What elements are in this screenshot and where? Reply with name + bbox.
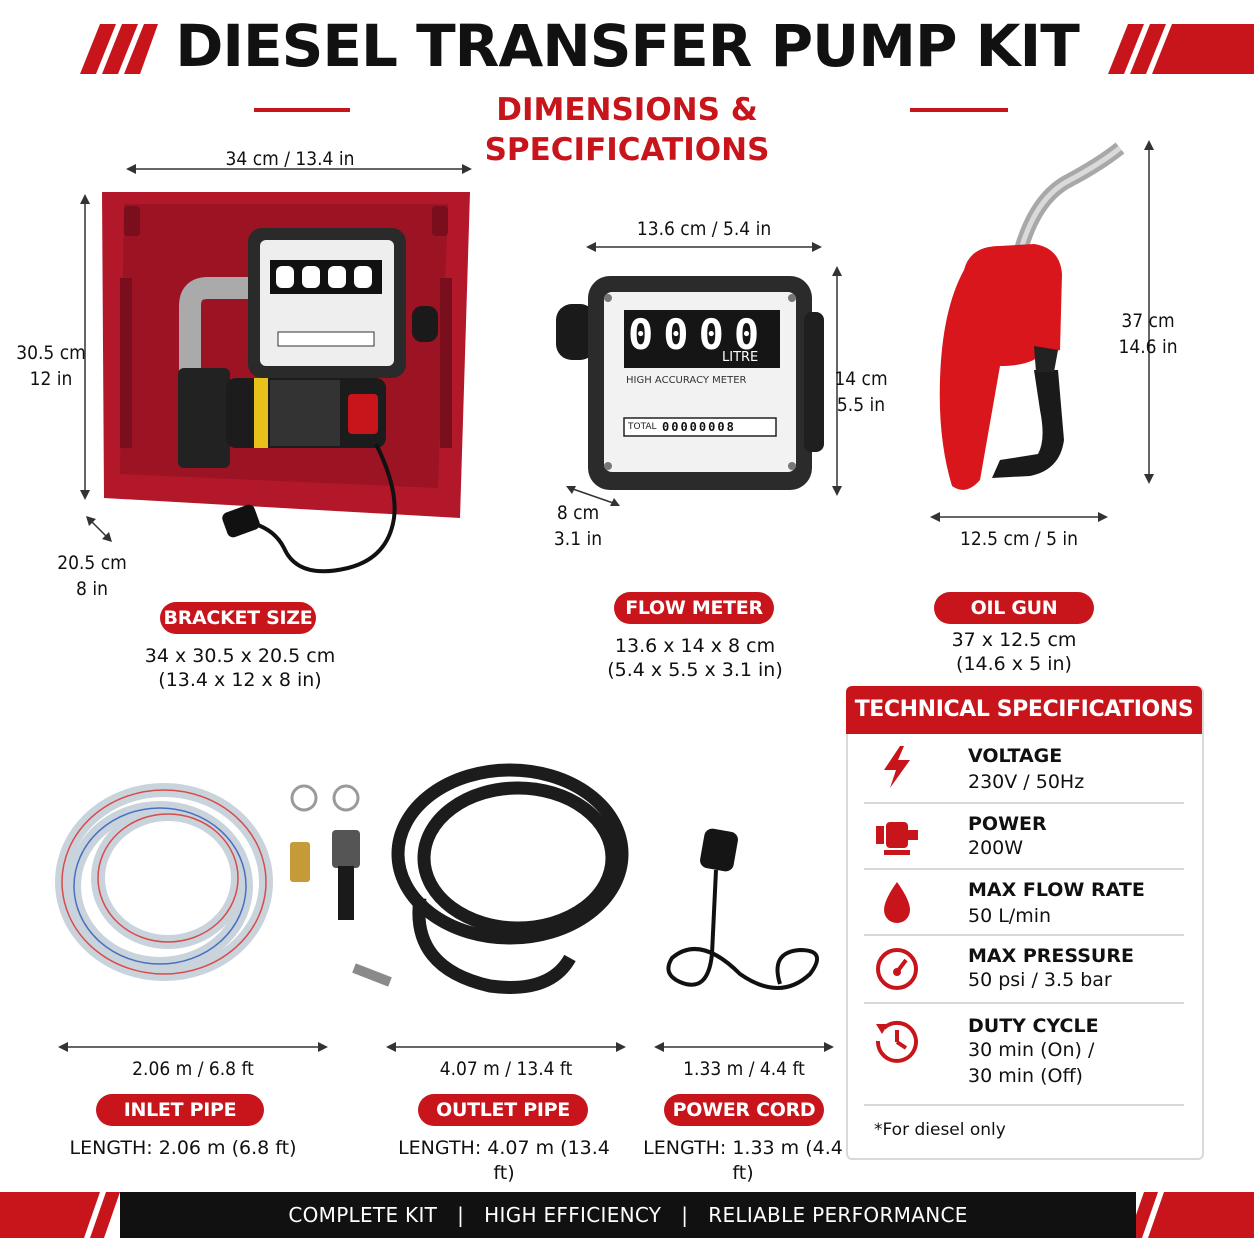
- meter-depth-cm: 8 cm: [556, 502, 600, 524]
- fittings-image: [290, 784, 360, 920]
- motor-icon: [876, 822, 918, 855]
- meter-height-in: 5.5 in: [836, 394, 886, 416]
- oil-gun-image: [939, 142, 1125, 490]
- meter-dial-digits: 0000: [628, 310, 770, 359]
- spec-row-voltage: VOLTAGE 230V / 50Hz: [864, 740, 1184, 804]
- flow-meter-pill: FLOW METER: [614, 592, 774, 624]
- bracket-height-in: 12 in: [29, 368, 73, 390]
- header-stripes-right: [1108, 24, 1254, 74]
- spec-row-duty: DUTY CYCLE 30 min (On) / 30 min (Off): [864, 1004, 1184, 1106]
- meter-size-line1: 13.6 x 14 x 8 cm: [614, 635, 776, 657]
- gun-size-line1: 37 x 12.5 cm: [951, 629, 1077, 651]
- meter-height-cm: 14 cm: [834, 368, 888, 390]
- gun-width-arrow: [930, 512, 1108, 522]
- diesel-note: *For diesel only: [874, 1120, 1006, 1140]
- subtitle-rule-left: [254, 108, 350, 112]
- lightning-icon: [884, 746, 910, 788]
- meter-depth-in: 3.1 in: [553, 528, 603, 550]
- page-subtitle: DIMENSIONS & SPECIFICATIONS: [484, 92, 770, 168]
- subtitle-rule-right: [910, 108, 1008, 112]
- meter-width-dim: 13.6 cm / 5.4 in: [636, 218, 772, 240]
- meter-height-arrow: [832, 266, 842, 496]
- bracket-width-dim: 34 cm / 13.4 in: [225, 148, 355, 170]
- outlet-pipe-pill: OUTLET PIPE: [418, 1094, 588, 1126]
- spec-value: 230V / 50Hz: [968, 771, 1085, 793]
- tech-specs-title: TECHNICAL SPECIFICATIONS: [846, 686, 1202, 734]
- flow-meter-body: [556, 276, 824, 490]
- page-title: DIESEL TRANSFER PUMP KIT: [175, 12, 1080, 80]
- drop-icon: [884, 882, 910, 923]
- spec-row-flow: MAX FLOW RATE 50 L/min: [864, 870, 1184, 936]
- meter-depth-arrow: [566, 486, 620, 506]
- gun-height-cm: 37 cm: [1121, 310, 1175, 332]
- clock-icon: [875, 1020, 918, 1063]
- outlet-caption: LENGTH: 4.07 m (13.4 ft): [398, 1137, 610, 1184]
- meter-dial-unit: LITRE: [722, 350, 759, 365]
- spec-label: DUTY CYCLE: [968, 1015, 1099, 1037]
- inlet-pipe-pill: INLET PIPE: [96, 1094, 264, 1126]
- spec-value: 200W: [968, 837, 1024, 859]
- gun-width-dim: 12.5 cm / 5 in: [959, 528, 1079, 550]
- spec-label: VOLTAGE: [968, 745, 1063, 767]
- inlet-length-dim: 2.06 m / 6.8 ft: [132, 1058, 254, 1080]
- bracket-size-pill: BRACKET SIZE: [160, 602, 316, 634]
- footer-stripes-left: [0, 1192, 120, 1238]
- spec-value: 50 psi / 3.5 bar: [968, 969, 1112, 991]
- meter-size-line2: (5.4 x 5.5 x 3.1 in): [607, 659, 783, 681]
- bracket-size-line1: 34 x 30.5 x 20.5 cm: [144, 645, 336, 667]
- gun-height-arrow: [1144, 140, 1154, 484]
- spec-label: MAX FLOW RATE: [968, 879, 1145, 901]
- gun-height-in: 14.6 in: [1118, 336, 1178, 358]
- footer-banner: COMPLETE KIT | HIGH EFFICIENCY | RELIABL…: [120, 1192, 1136, 1238]
- footer-text: COMPLETE KIT | HIGH EFFICIENCY | RELIABL…: [288, 1203, 968, 1227]
- bracket-width-arrow: [126, 164, 472, 174]
- inlet-pipe-image: [55, 783, 273, 981]
- bracket-depth-cm: 20.5 cm: [57, 552, 127, 574]
- meter-width-arrow: [586, 242, 822, 252]
- bracket-pump-image: [102, 192, 470, 574]
- spec-label: MAX PRESSURE: [968, 945, 1134, 967]
- gauge-icon: [876, 948, 918, 990]
- spec-value: 30 min (On) /: [968, 1039, 1095, 1061]
- spec-row-pressure: MAX PRESSURE 50 psi / 3.5 bar: [864, 936, 1184, 1004]
- power-cord-pill: POWER CORD: [664, 1094, 824, 1126]
- inlet-caption: LENGTH: 2.06 m (6.8 ft): [69, 1137, 297, 1159]
- gun-size-line2: (14.6 x 5 in): [956, 653, 1072, 675]
- bracket-size-line2: (13.4 x 12 x 8 in): [158, 669, 322, 691]
- meter-total-digits: 00000008: [662, 420, 736, 434]
- meter-dial-caption: HIGH ACCURACY METER: [626, 375, 747, 386]
- spec-value-line2: 30 min (Off): [968, 1065, 1083, 1087]
- flow-meter-image: 0000 LITRE HIGH ACCURACY METER TOTAL 000…: [556, 272, 824, 500]
- footer-stripes-right: [1128, 1192, 1254, 1238]
- bracket-height-arrow: [80, 194, 90, 500]
- outlet-length-dim: 4.07 m / 13.4 ft: [439, 1058, 573, 1080]
- oil-gun-pill: OIL GUN: [934, 592, 1094, 624]
- power-cord-image: [666, 828, 820, 990]
- cord-length-dim: 1.33 m / 4.4 ft: [683, 1058, 805, 1080]
- bracket-height-cm: 30.5 cm: [16, 342, 86, 364]
- outlet-length-arrow: [386, 1042, 626, 1052]
- inlet-length-arrow: [58, 1042, 328, 1052]
- spec-row-power: POWER 200W: [864, 804, 1184, 870]
- bracket-depth-arrow: [86, 516, 112, 542]
- spec-value: 50 L/min: [968, 905, 1052, 927]
- header-stripes-left: [80, 24, 158, 74]
- cord-caption: LENGTH: 1.33 m (4.4 ft): [643, 1137, 843, 1184]
- outlet-pipe-image: [352, 763, 629, 994]
- cord-length-arrow: [654, 1042, 834, 1052]
- spec-label: POWER: [968, 813, 1047, 835]
- bracket-depth-in: 8 in: [76, 578, 108, 600]
- meter-total-label: TOTAL: [628, 422, 657, 432]
